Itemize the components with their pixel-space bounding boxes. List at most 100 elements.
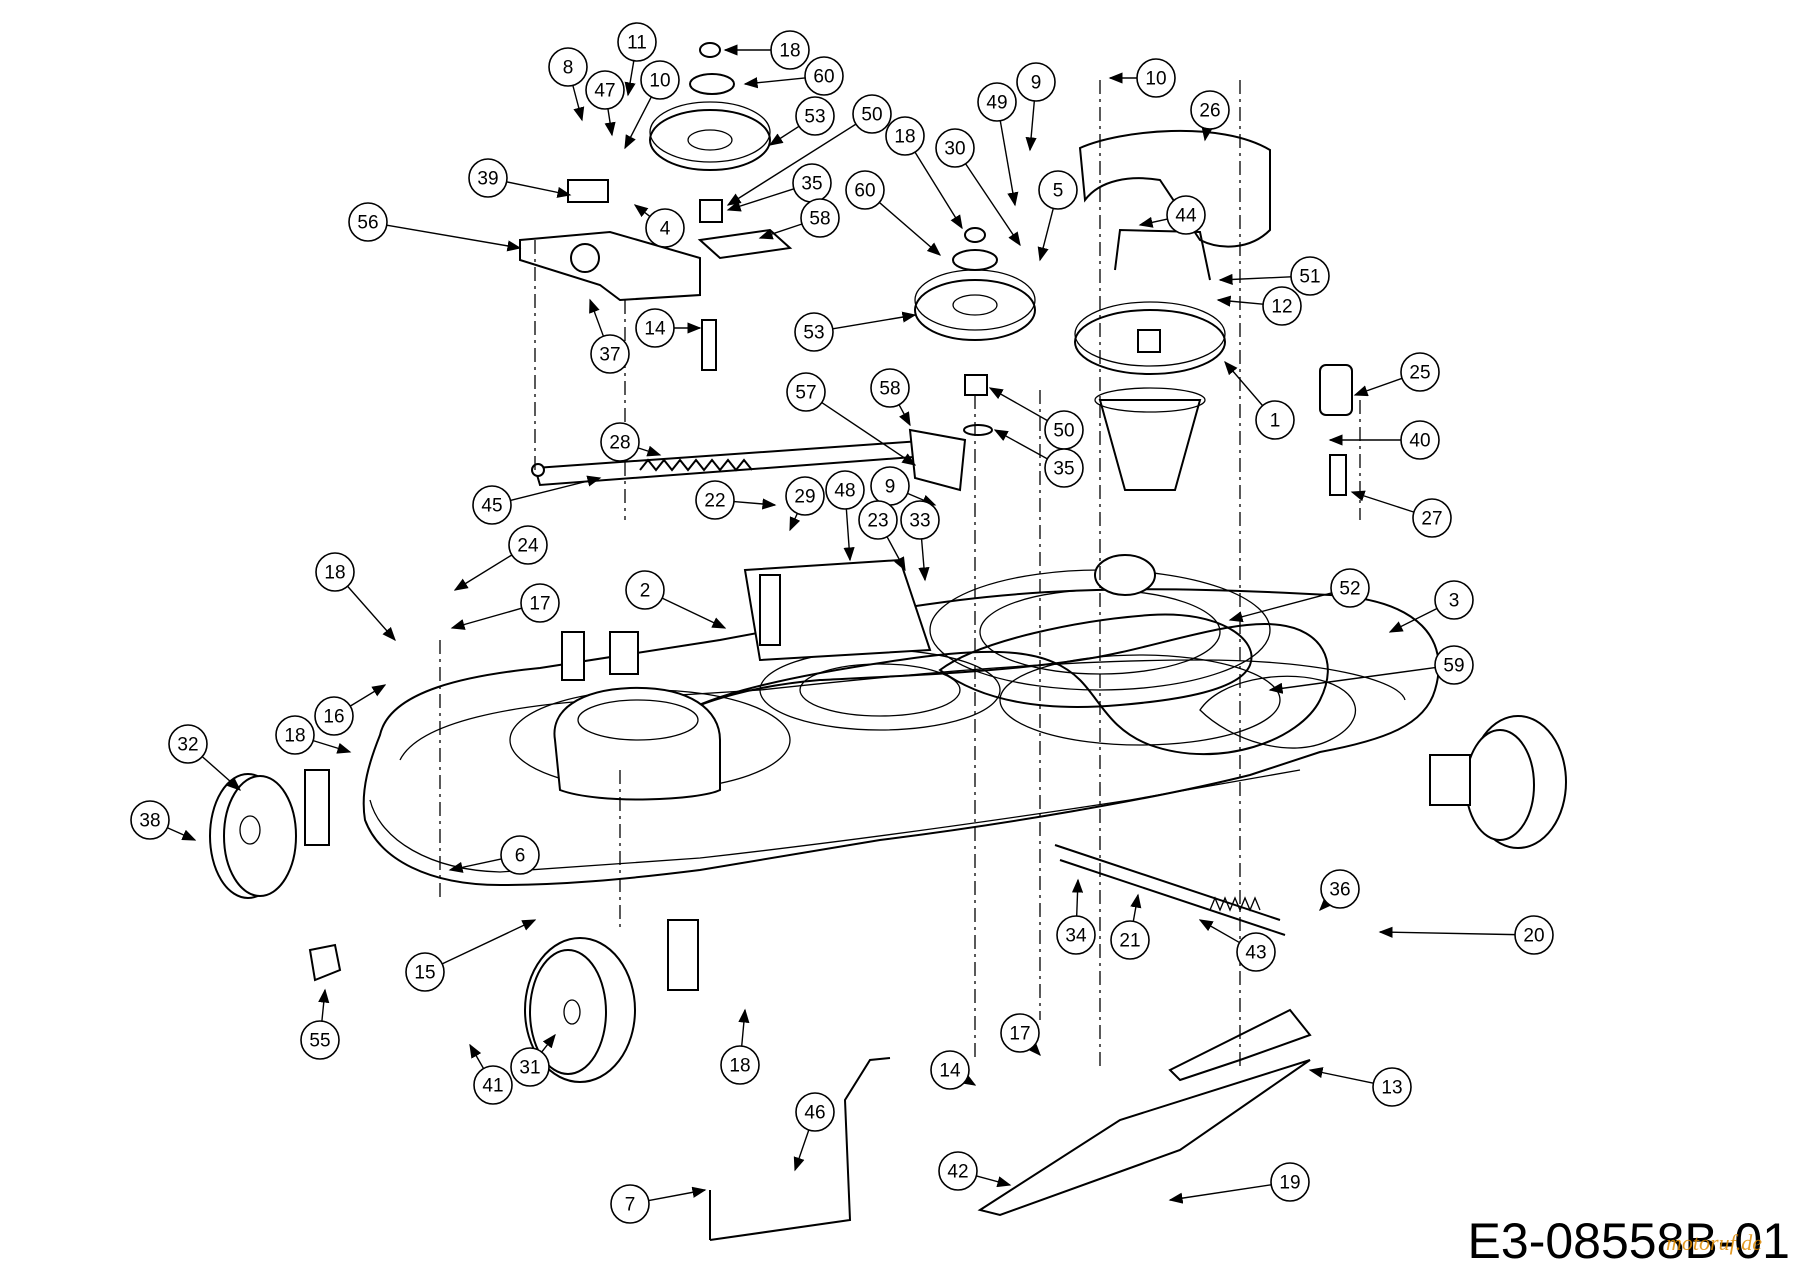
callout-number: 34 bbox=[1065, 926, 1087, 947]
callout-number: 50 bbox=[861, 105, 882, 126]
callout-18: 18 bbox=[885, 116, 963, 230]
callout-14: 14 bbox=[930, 1050, 977, 1090]
callout-bubble bbox=[852, 94, 892, 134]
callout-number: 41 bbox=[482, 1076, 503, 1097]
callout-leader bbox=[843, 508, 855, 562]
blade-42 bbox=[977, 1059, 1311, 1217]
callout-bubble bbox=[900, 500, 940, 540]
callout-leader bbox=[918, 538, 930, 582]
callout-bubble bbox=[645, 208, 685, 248]
callout-leader bbox=[914, 151, 963, 230]
callout-number: 25 bbox=[1409, 363, 1430, 384]
callout-leader bbox=[604, 108, 616, 137]
callout-bubble bbox=[870, 368, 910, 408]
callout-leader bbox=[964, 163, 1021, 247]
callout-number: 16 bbox=[323, 707, 344, 728]
callout-leader bbox=[624, 96, 652, 150]
callout-number: 42 bbox=[947, 1162, 968, 1183]
callout-number: 18 bbox=[729, 1056, 750, 1077]
callout-bubble bbox=[500, 835, 540, 875]
callout-leader bbox=[1138, 216, 1168, 228]
callout-leader bbox=[1198, 919, 1240, 944]
callout-number: 3 bbox=[1449, 591, 1460, 612]
callout-leader bbox=[758, 223, 803, 240]
callout-leader bbox=[624, 60, 636, 97]
callout-38: 38 bbox=[130, 800, 197, 841]
callout-36: 36 bbox=[1319, 869, 1360, 912]
center-lines bbox=[439, 80, 1361, 1070]
callout-leader bbox=[726, 123, 857, 206]
callout-56: 56 bbox=[348, 202, 522, 252]
callout-7: 7 bbox=[610, 1184, 707, 1224]
callout-12: 12 bbox=[1216, 286, 1302, 326]
callout-24: 24 bbox=[453, 525, 548, 591]
bracket-57 bbox=[908, 428, 967, 492]
callout-bubble bbox=[1110, 920, 1150, 960]
handle-46 bbox=[709, 1057, 891, 1241]
callout-number: 37 bbox=[599, 345, 620, 366]
callout-4: 4 bbox=[633, 204, 685, 248]
callout-58: 58 bbox=[870, 368, 911, 427]
rod-44 bbox=[1114, 228, 1211, 281]
callout-14: 14 bbox=[635, 308, 702, 348]
spindle-pulley-1 bbox=[1074, 301, 1226, 491]
callout-leader bbox=[450, 607, 522, 630]
callout-number: 50 bbox=[1053, 421, 1074, 442]
belt-cover-26 bbox=[1078, 129, 1271, 248]
callout-bubble bbox=[1136, 58, 1176, 98]
callout-28: 28 bbox=[600, 422, 662, 462]
callout-50: 50 bbox=[988, 387, 1084, 450]
callout-number: 17 bbox=[529, 594, 550, 615]
callout-49: 49 bbox=[977, 82, 1019, 207]
callout-leader bbox=[1168, 1184, 1272, 1204]
callout-bubble bbox=[1434, 580, 1474, 620]
callout-bubble bbox=[1290, 256, 1330, 296]
callout-bubble bbox=[977, 82, 1017, 122]
callout-leader bbox=[312, 739, 352, 754]
callout-20: 20 bbox=[1378, 915, 1554, 955]
callout-50: 50 bbox=[726, 94, 892, 206]
callout-leader bbox=[1027, 1041, 1041, 1057]
callout-leader bbox=[1130, 893, 1142, 922]
callout-bubble bbox=[1056, 915, 1096, 955]
callout-leader bbox=[589, 298, 605, 337]
callout-bubble bbox=[1320, 869, 1360, 909]
callout-number: 51 bbox=[1299, 267, 1320, 288]
callout-leader bbox=[878, 201, 942, 256]
callout-leader bbox=[768, 125, 800, 146]
callout-number: 58 bbox=[809, 209, 830, 230]
callout-bubble bbox=[845, 170, 885, 210]
callout-leader bbox=[448, 858, 502, 873]
callout-number: 19 bbox=[1279, 1173, 1300, 1194]
callout-bubble bbox=[315, 552, 355, 592]
callout-leader bbox=[1388, 607, 1438, 633]
callout-number: 39 bbox=[477, 169, 498, 190]
callout-leader bbox=[898, 404, 911, 427]
callout-18: 18 bbox=[723, 30, 810, 70]
callout-number: 28 bbox=[609, 433, 630, 454]
callout-number: 22 bbox=[704, 491, 725, 512]
callout-bubble bbox=[1166, 195, 1206, 235]
callout-leader bbox=[1228, 592, 1332, 623]
callout-25: 25 bbox=[1353, 352, 1440, 397]
callout-number: 14 bbox=[644, 319, 666, 340]
callout-3: 3 bbox=[1388, 580, 1474, 633]
callout-45: 45 bbox=[472, 475, 602, 525]
callout-number: 10 bbox=[649, 71, 670, 92]
callout-31: 31 bbox=[510, 1033, 556, 1087]
callout-number: 47 bbox=[594, 81, 615, 102]
callout-leader bbox=[793, 1129, 810, 1172]
callout-number: 9 bbox=[885, 477, 896, 498]
callout-10: 10 bbox=[1108, 58, 1176, 98]
callout-leader bbox=[1268, 666, 1436, 694]
callout-number: 24 bbox=[517, 536, 539, 557]
callout-15: 15 bbox=[405, 919, 537, 992]
callout-30: 30 bbox=[935, 128, 1021, 247]
callout-number: 17 bbox=[1009, 1024, 1030, 1045]
callout-53: 53 bbox=[768, 96, 835, 146]
callout-number: 21 bbox=[1119, 931, 1140, 952]
rear-roller bbox=[1094, 554, 1156, 596]
callout-leader bbox=[976, 1175, 1012, 1188]
bracket-58-top bbox=[697, 228, 793, 260]
